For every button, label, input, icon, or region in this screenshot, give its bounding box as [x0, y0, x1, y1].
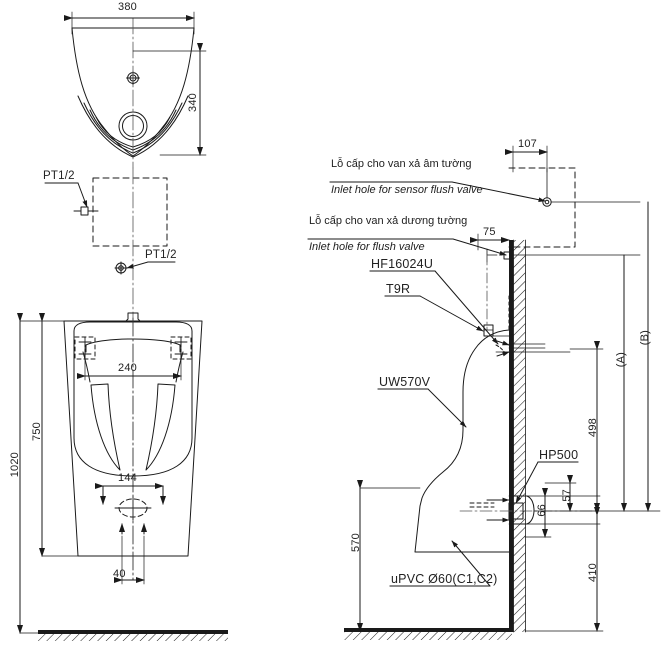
note-flush-valve-en: Inlet hole for flush valve — [309, 241, 425, 253]
supply-nipple-upper — [73, 206, 99, 216]
urinal-profile-section — [414, 295, 510, 553]
dim-label-570: 570 — [350, 533, 362, 552]
code-t9r: T9R — [386, 282, 411, 296]
dim-66 — [524, 488, 552, 538]
note-sensor-valve-vn: Lỗ cấp cho van xả âm tường — [331, 158, 472, 170]
dim-1020 — [17, 313, 43, 634]
dim-107 — [505, 145, 548, 173]
dim-label-380: 380 — [118, 1, 137, 13]
supply-leader-lower — [126, 261, 176, 269]
side-view-floor — [344, 628, 512, 640]
supply-box — [92, 177, 168, 247]
dim-750 — [39, 313, 79, 557]
dim-label-107: 107 — [518, 138, 537, 150]
front-view-floor — [38, 630, 228, 641]
front-view-outline — [63, 312, 203, 557]
dim-label-57: 57 — [561, 489, 573, 502]
dim-label-410: 410 — [587, 563, 599, 582]
dim-40 — [114, 523, 147, 585]
supply-leader-upper — [44, 182, 88, 208]
sensor-inlet-box — [508, 167, 576, 248]
dim-144 — [95, 483, 166, 505]
dim-340 — [132, 43, 207, 156]
dim-label-75: 75 — [483, 226, 496, 238]
code-upvc: uPVC Ø60(C1,C2) — [391, 572, 498, 586]
dim-label-1020: 1020 — [9, 452, 21, 478]
dim-label-a: (A) — [615, 352, 627, 368]
note-flush-valve-vn: Lỗ cấp cho van xả dương tường — [309, 215, 468, 227]
dim-label-144: 144 — [118, 472, 137, 484]
sensor-inlet-point — [542, 167, 641, 207]
dim-label-b: (B) — [639, 330, 651, 346]
dim-label-40: 40 — [113, 568, 126, 580]
code-hf16024u: HF16024U — [371, 257, 434, 271]
dim-label-750: 750 — [31, 422, 43, 441]
code-hp500: HP500 — [539, 448, 579, 462]
dim-label-498: 498 — [587, 418, 599, 437]
dim-380 — [64, 11, 195, 35]
dim-240 — [77, 343, 182, 381]
code-uw570v: UW570V — [379, 375, 431, 389]
dim-label-340: 340 — [187, 93, 199, 112]
dim-410 — [524, 507, 604, 632]
dim-label-66: 66 — [536, 504, 548, 517]
supply-label-lower: PT1/2 — [145, 249, 177, 261]
note-underlines — [307, 181, 579, 587]
leader-uw570v — [377, 388, 467, 428]
leader-t9r — [384, 295, 484, 332]
dim-570 — [357, 480, 421, 632]
note-sensor-valve-en: Inlet hole for sensor flush valve — [331, 184, 483, 196]
dim-label-240: 240 — [118, 362, 137, 374]
wall-section — [509, 239, 526, 633]
hf16024u-connector — [495, 340, 571, 357]
dim-75 — [470, 233, 510, 251]
supply-label-upper: PT1/2 — [43, 170, 75, 182]
hp500-fitting — [459, 495, 601, 525]
dim-57 — [544, 475, 577, 512]
supply-nipple-lower — [114, 261, 128, 275]
